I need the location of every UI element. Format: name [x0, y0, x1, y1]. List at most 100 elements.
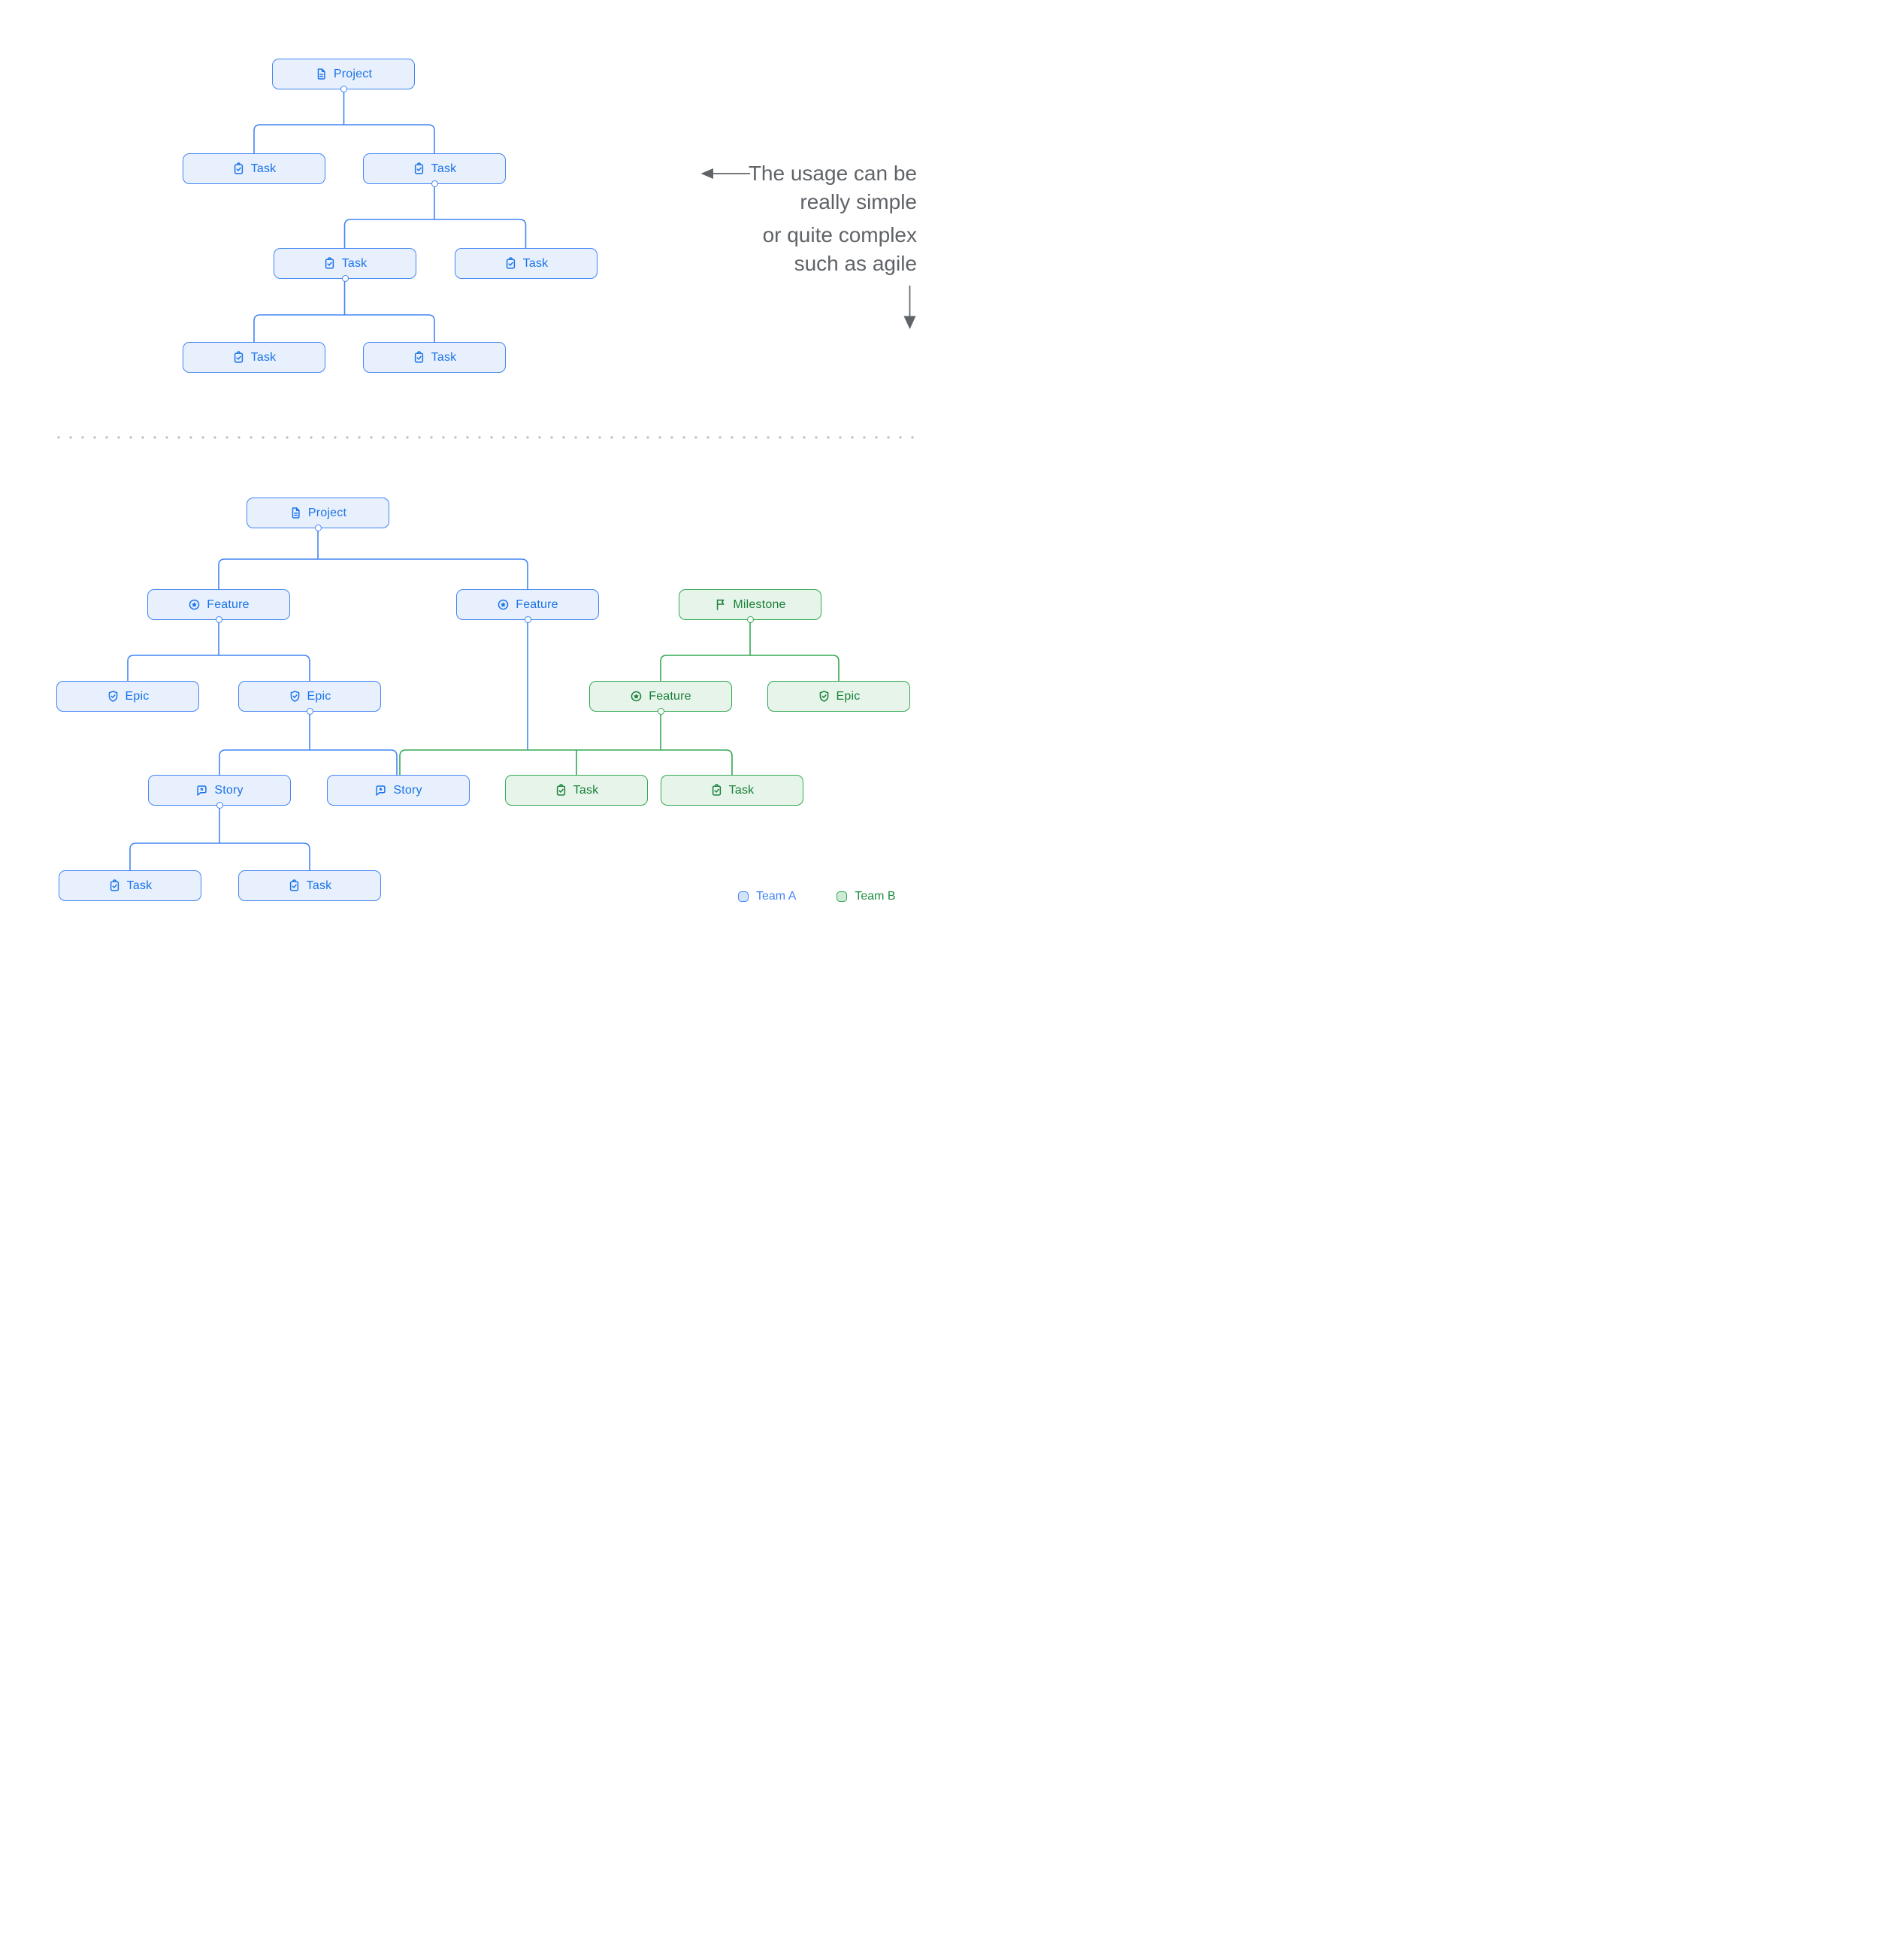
edge-feature1-to-epics: [127, 655, 310, 681]
edge-cproject-to-features: [218, 558, 528, 589]
legend: Team A Team B: [738, 890, 896, 903]
node-label: Epic: [125, 689, 150, 703]
connector-port: [340, 85, 347, 92]
edge-task2-to-tasks: [343, 219, 527, 248]
simple-task-2-node: Task: [363, 153, 506, 187]
complex-task-b2-node: Task: [661, 775, 803, 806]
complex-task-a1-node: Task: [59, 870, 201, 901]
connector-port: [524, 616, 531, 623]
edge-milestone-to-children: [660, 655, 840, 681]
simple-task-1-node: Task: [183, 153, 325, 184]
annotation-line-4: such as agile: [794, 252, 917, 275]
simple-project-node: Project: [272, 59, 415, 92]
complex-epic-1-node: Epic: [56, 681, 199, 712]
complex-task-a2-node: Task: [238, 870, 381, 901]
team-a-label: Team A: [756, 890, 797, 903]
annotation-block-1: The usage can be really simple: [749, 159, 917, 216]
connector-port: [216, 801, 223, 809]
task-icon: [234, 351, 243, 363]
left-arrow-head: [700, 168, 713, 179]
node-label: Feature: [207, 597, 250, 611]
task-icon: [506, 257, 515, 269]
task-icon: [414, 351, 423, 363]
team-b-swatch: [837, 891, 848, 902]
milestone-icon: [717, 599, 725, 610]
feature-icon: [631, 691, 642, 702]
node-label: Task: [341, 256, 368, 270]
simple-task-5-node: Task: [183, 342, 325, 373]
node-label: Task: [431, 162, 457, 175]
task-icon: [110, 879, 119, 891]
down-arrow-head: [903, 316, 916, 329]
node-label: Feature: [516, 597, 558, 611]
connector-port: [314, 524, 322, 531]
story-icon: [197, 785, 207, 796]
edge-task3-to-tasks: [253, 314, 435, 342]
node-label: Task: [573, 783, 599, 797]
edge-project-to-tasks: [253, 124, 435, 153]
team-b-label: Team B: [855, 890, 896, 903]
node-label: Feature: [649, 689, 691, 703]
simple-task-6-node: Task: [363, 342, 506, 373]
simple-tree-edges: [253, 89, 527, 342]
annotation-block-2: or quite complex such as agile: [749, 221, 917, 278]
epic-icon: [819, 691, 828, 702]
node-label: Task: [306, 879, 332, 892]
node-label: Task: [250, 162, 277, 175]
task-icon: [325, 257, 334, 269]
annotation-line-2: really simple: [800, 190, 917, 213]
node-label: Task: [431, 350, 457, 364]
node-label: Story: [393, 783, 422, 797]
complex-story-2-node: Story: [327, 775, 470, 806]
simple-task-4-node: Task: [455, 248, 598, 279]
complex-task-b1-node: Task: [505, 775, 648, 806]
complex-feature-3-node: Feature: [589, 681, 732, 715]
task-icon: [712, 784, 721, 796]
task-icon: [414, 162, 423, 174]
node-label: Story: [214, 783, 244, 797]
task-icon: [556, 784, 565, 796]
story-icon: [376, 785, 386, 796]
connector-port: [431, 180, 438, 187]
complex-epic-3-node: Epic: [767, 681, 910, 712]
connector-port: [657, 707, 664, 715]
node-label: Epic: [307, 689, 331, 703]
edge-epic2-to-stories: [219, 749, 398, 775]
epic-icon: [290, 691, 299, 702]
complex-tree-edges: [127, 528, 840, 870]
complex-milestone-node: Milestone: [679, 589, 821, 623]
connector-port: [215, 616, 222, 623]
connector-port: [341, 274, 349, 282]
complex-story-1-node: Story: [148, 775, 291, 809]
section-divider: [53, 436, 914, 439]
node-label: Project: [307, 506, 347, 519]
legend-team-b: Team B: [837, 890, 896, 903]
node-label: Milestone: [733, 597, 786, 611]
node-label: Epic: [836, 689, 861, 703]
connector-lines: [127, 89, 916, 870]
project-icon: [317, 68, 325, 80]
legend-team-a: Team A: [738, 890, 796, 903]
complex-feature-1-node: Feature: [147, 589, 290, 623]
annotation-text: The usage can be really simple or quite …: [749, 159, 917, 278]
complex-project-node: Project: [247, 498, 389, 531]
feature-icon: [189, 599, 200, 610]
annotation-arrows: [700, 168, 916, 329]
annotation-line-3: or quite complex: [762, 223, 917, 247]
node-label: Task: [126, 879, 153, 892]
edge-story1-to-tasks: [129, 842, 310, 870]
complex-epic-2-node: Epic: [238, 681, 381, 715]
complex-feature-2-node: Feature: [456, 589, 599, 623]
task-icon: [289, 879, 298, 891]
team-a-swatch: [738, 891, 749, 902]
connector-port: [306, 707, 313, 715]
feature-icon: [498, 599, 509, 610]
project-icon: [292, 507, 300, 519]
node-label: Task: [522, 256, 549, 270]
connector-port: [746, 616, 754, 623]
edge-green-bus: [399, 749, 733, 775]
simple-task-3-node: Task: [274, 248, 416, 282]
annotation-line-1: The usage can be: [748, 162, 917, 185]
epic-icon: [108, 691, 117, 702]
